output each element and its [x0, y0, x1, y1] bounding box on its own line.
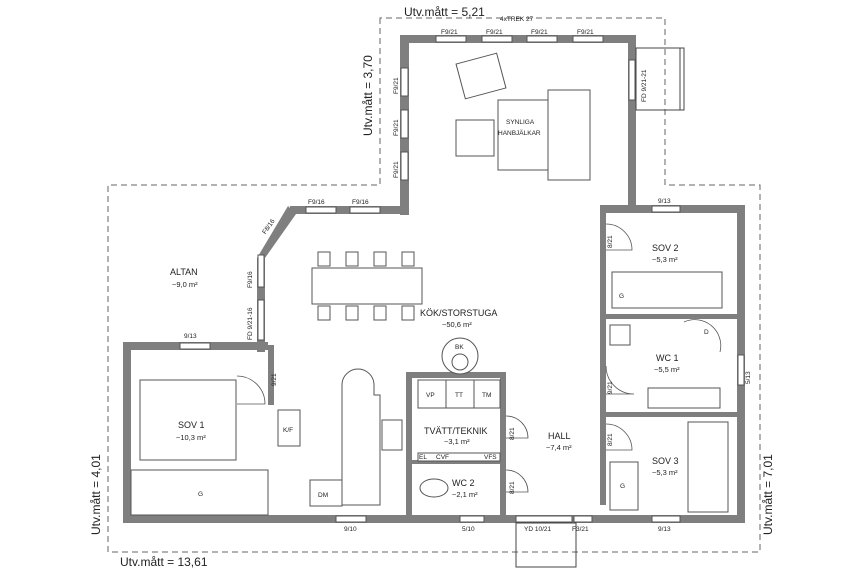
window-label: 5/13 — [745, 371, 752, 384]
window-label: FD 9/21-16 — [247, 307, 254, 340]
room-area-hall: ~7,4 m² — [546, 443, 572, 452]
window-label: F9/21 — [577, 29, 594, 36]
door-label: 8/21 — [509, 481, 516, 494]
wardrobe-label-sov1: G — [198, 491, 203, 498]
shower-label: D — [704, 329, 709, 336]
measurement-outline — [107, 17, 761, 553]
window-label: F9/21 — [486, 29, 503, 36]
window-label: F9/21 — [441, 29, 458, 36]
window-label: F3/21 — [572, 526, 589, 533]
vfs-label: VFS — [484, 454, 497, 461]
room-area-kok: ~50,6 m² — [442, 320, 472, 329]
steps — [515, 47, 685, 568]
wardrobe-label-sov2: G — [619, 293, 624, 300]
room-name-sov3: SOV 3 — [652, 456, 679, 466]
window-label: 9/13 — [658, 526, 671, 533]
heatpump-label: VP — [426, 392, 435, 399]
window-label: 5/10 — [462, 526, 475, 533]
door-labels: 9/21 8/21 9/21 8/21 8/21 8/21 — [271, 235, 614, 494]
window-label: F9/16 — [308, 199, 325, 206]
room-labels: ALTAN ~9,0 m² KÖK/STORSTUGA ~50,6 m² SOV… — [170, 243, 680, 499]
dimension-labels: Utv.mått = 5,21 4xTREK 27 Utv.mått = 3,7… — [89, 5, 775, 569]
washer-label: TM — [482, 392, 491, 399]
dim-beams: 4xTREK 27 — [500, 16, 534, 23]
room-name-kok: KÖK/STORSTUGA — [420, 308, 497, 318]
window-label: 9/13 — [658, 198, 671, 205]
window-label: 9/10 — [344, 526, 357, 533]
window-label: 9/13 — [184, 333, 197, 340]
window-label: YD 10/21 — [524, 526, 551, 533]
beams-label-1: SYNLIGA — [506, 119, 535, 126]
room-name-wc2: WC 2 — [452, 478, 475, 488]
window-label: F9/21 — [531, 29, 548, 36]
room-area-sov1: ~10,3 m² — [176, 433, 206, 442]
door-label: 9/21 — [607, 381, 614, 394]
dim-top-width: Utv.mått = 5,21 — [404, 5, 485, 19]
window-label: F9/16 — [247, 271, 254, 288]
window-label: FD 9/21-21 — [641, 69, 648, 102]
room-area-wc2: ~2,1 m² — [452, 490, 478, 499]
room-name-tvatt: TVÄTT/TEKNIK — [424, 426, 488, 436]
windows — [179, 35, 745, 523]
room-name-wc1: WC 1 — [656, 353, 679, 363]
room-name-sov2: SOV 2 — [652, 243, 679, 253]
wardrobe-label-sov3: G — [620, 483, 625, 490]
room-name-altan: ALTAN — [170, 267, 198, 277]
furniture — [130, 52, 729, 516]
window-labels: F9/21 F9/21 F9/21 F9/21 F9/21 F9/21 F9/2… — [184, 29, 752, 533]
dim-top-height: Utv.mått = 3,70 — [361, 55, 375, 136]
window-label: F9/16 — [352, 199, 369, 206]
room-name-hall: HALL — [548, 431, 571, 441]
window-label: F9/21 — [393, 161, 400, 178]
door-label: 9/21 — [271, 373, 278, 386]
door-label: 8/21 — [607, 433, 614, 446]
dim-left-height: Utv.mått = 4,01 — [89, 454, 103, 535]
interior-walls — [268, 205, 740, 518]
dishwasher-label: DM — [318, 492, 328, 499]
dryer-label: TT — [455, 392, 463, 399]
dim-bottom-width: Utv.mått = 13,61 — [120, 555, 208, 569]
el-label: EL — [419, 454, 427, 461]
room-area-sov2: ~5,3 m² — [652, 255, 678, 264]
stove-label: BK — [455, 344, 464, 351]
door-label: 8/21 — [607, 235, 614, 248]
room-area-sov3: ~5,3 m² — [652, 468, 678, 477]
door-label: 8/21 — [509, 427, 516, 440]
window-label: F9/21 — [393, 119, 400, 136]
room-area-tvatt: ~3,1 m² — [444, 437, 470, 446]
window-label: F9/21 — [393, 77, 400, 94]
beams-label-2: HANBJÄLKAR — [498, 129, 541, 137]
room-area-altan: ~9,0 m² — [172, 280, 198, 289]
room-name-sov1: SOV 1 — [178, 420, 205, 430]
annotations: SYNLIGA HANBJÄLKAR BK K/F DM VP TT TM EL… — [198, 119, 709, 499]
cvf-label: CVF — [436, 454, 449, 461]
door-swings — [236, 223, 722, 493]
dim-right-height: Utv.mått = 7,01 — [761, 454, 775, 535]
fridge-label: K/F — [283, 427, 293, 434]
room-area-wc1: ~5,5 m² — [654, 365, 680, 374]
